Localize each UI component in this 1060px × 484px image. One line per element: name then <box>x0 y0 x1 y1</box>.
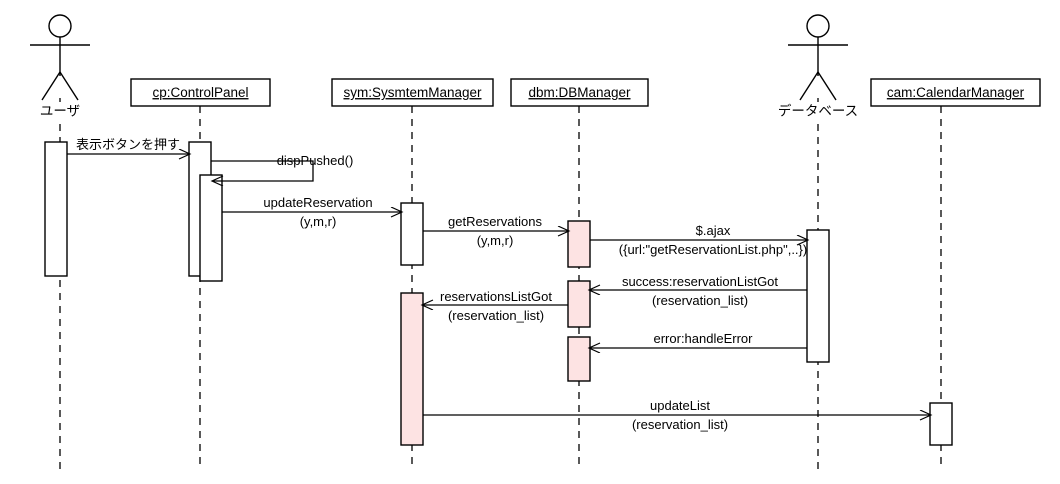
message-label: 表示ボタンを押す <box>76 137 180 152</box>
lifeline-head-box[interactable] <box>130 78 271 107</box>
lifelines-layer: ユーザ cp:ControlPanel sym:SysmtemManager dbm:… <box>18 14 1041 470</box>
participant-label: ユーザ <box>40 104 80 119</box>
activation-bar-act-sym-1 <box>400 202 424 266</box>
activation-bar-act-user <box>44 141 68 277</box>
message-label-args: (reservation_list) <box>448 308 544 323</box>
activation-bar-act-sym-2 <box>400 292 424 446</box>
message-label: success:reservationListGot <box>622 274 778 289</box>
message-label-args: ({url:"getReservationList.php",..}) <box>619 242 807 257</box>
participant-label: データベース <box>778 103 858 119</box>
activation-bar-act-cp-nest <box>199 174 223 282</box>
message-m9: updateList (reservation_list) <box>423 398 930 432</box>
message-label: dispPushed() <box>277 153 354 168</box>
message-m2: dispPushed() <box>211 153 353 181</box>
participant-sym: sym:SysmtemManager <box>331 78 494 470</box>
participant-label: cp:ControlPanel <box>152 85 248 100</box>
actor-leg-left-icon <box>799 71 819 101</box>
message-label: getReservations <box>448 214 542 229</box>
activation-bar-act-dbm-2 <box>567 280 591 328</box>
actor-leg-left-icon <box>41 71 61 101</box>
participant-cam: cam:CalendarManager <box>870 78 1041 470</box>
lifeline-head-box[interactable] <box>331 78 494 107</box>
message-label: reservationsListGot <box>440 289 552 304</box>
messages-layer: 表示ボタンを押す dispPushed() updateReservation (y,… <box>67 137 930 432</box>
message-label: error:handleError <box>654 331 754 346</box>
actor-leg-right-icon <box>817 71 837 101</box>
message-label: $.ajax <box>696 223 731 238</box>
activation-bar-act-dbm-3 <box>567 336 591 382</box>
activation-bar-act-dbm-1 <box>567 220 591 268</box>
participant-cp: cp:ControlPanel <box>130 78 271 470</box>
message-label: updateReservation <box>263 195 372 210</box>
message-label: updateList <box>650 398 710 413</box>
message-label-args: (reservation_list) <box>632 417 728 432</box>
participant-label: dbm:DBManager <box>528 85 631 100</box>
actor-label-bg <box>776 102 860 122</box>
activation-bar-act-cam <box>929 402 953 446</box>
message-m6: success:reservationListGot (reservation_l… <box>590 274 807 308</box>
participant-user: ユーザ <box>18 14 102 470</box>
actor-head-icon <box>48 14 72 38</box>
participant-dbm: dbm:DBManager <box>510 78 649 470</box>
participant-label: sym:SysmtemManager <box>343 85 482 100</box>
message-m5: $.ajax ({url:"getReservationList.php",..}… <box>590 223 807 257</box>
message-label-args: (y,m,r) <box>477 233 514 248</box>
message-label-args: (reservation_list) <box>652 293 748 308</box>
lifeline-head-box[interactable] <box>510 78 649 107</box>
message-arrow <box>211 160 314 181</box>
message-m3: updateReservation (y,m,r) <box>222 195 401 229</box>
message-m4: getReservations (y,m,r) <box>423 214 568 248</box>
message-m7: reservationsListGot (reservation_list) <box>423 289 568 323</box>
message-m1: 表示ボタンを押す <box>67 137 189 154</box>
lifeline-head-box[interactable] <box>870 78 1041 107</box>
participant-label: cam:CalendarManager <box>887 85 1025 100</box>
activation-bar-act-db-actor <box>806 229 830 363</box>
actor-head-icon <box>806 14 830 38</box>
message-m8: error:handleError <box>590 331 807 348</box>
activations-layer <box>44 141 953 446</box>
message-label-args: (y,m,r) <box>300 214 337 229</box>
actor-label-bg <box>18 102 102 122</box>
actor-leg-right-icon <box>59 71 79 101</box>
